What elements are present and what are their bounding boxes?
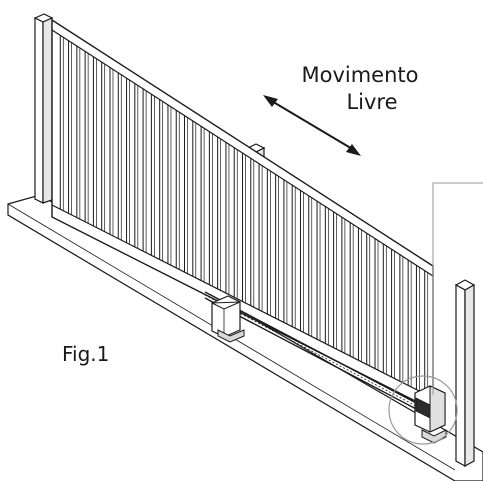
detail-callout-circle xyxy=(388,375,458,445)
figure-label: Fig.1 xyxy=(62,342,109,366)
rack-rail xyxy=(204,291,421,412)
left-post xyxy=(33,13,54,204)
sliding-gate xyxy=(51,18,434,412)
movement-arrow xyxy=(263,95,361,156)
gate-motor xyxy=(211,295,245,343)
motion-label-line2: Livre xyxy=(346,90,397,114)
gate-bars xyxy=(59,35,429,396)
right-post xyxy=(454,279,476,468)
motion-label-line1: Movimento xyxy=(302,63,419,87)
detail-leader-line xyxy=(432,182,483,395)
